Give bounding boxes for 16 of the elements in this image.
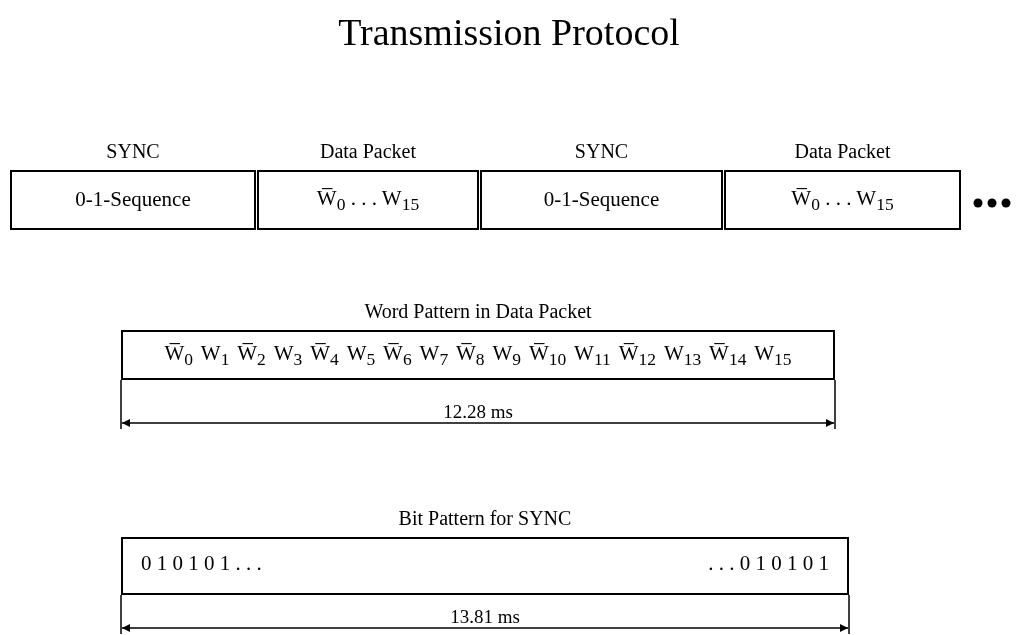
field-text: 0-1-Sequence [75,186,191,214]
field-text: 0-1-Sequence [543,186,660,214]
dimension-label: 13.81 ms [450,606,520,628]
section-heading: SYNC [574,140,629,163]
diagram-title: Transmission Protocol [337,10,681,54]
dimension-label: 12.28 ms [443,401,513,423]
section-heading: SYNC [106,140,160,163]
pattern-text: . . . 0 1 0 1 0 1 [708,550,829,577]
pattern-text: W̅$_{0}$ W$_{1}$ W̅$_{2}$ W$_{3}$ W̅$_{4}$ W$_{5}$ W̅$_{6}$ W$_{7}$ W̅$_{8}$ W$_{9}$ W̅$_{10}$ W$_{11}$ W̅$_{12}$ W$_{13}$ W̅$_{14}$ W$_{15}$ [164,339,792,371]
section-heading: Data Packet [319,140,417,163]
field-text: W̅$_{0}$ . . . W$_{15}$ [791,184,894,216]
section-heading: Bit Pattern for SYNC [398,507,572,530]
section-heading: Data Packet [794,140,891,163]
field-text: W̅$_{0}$ . . . W$_{15}$ [316,184,420,216]
section-heading: Word Pattern in Data Packet [364,300,592,323]
pattern-text: 0 1 0 1 0 1 . . . [141,550,262,577]
